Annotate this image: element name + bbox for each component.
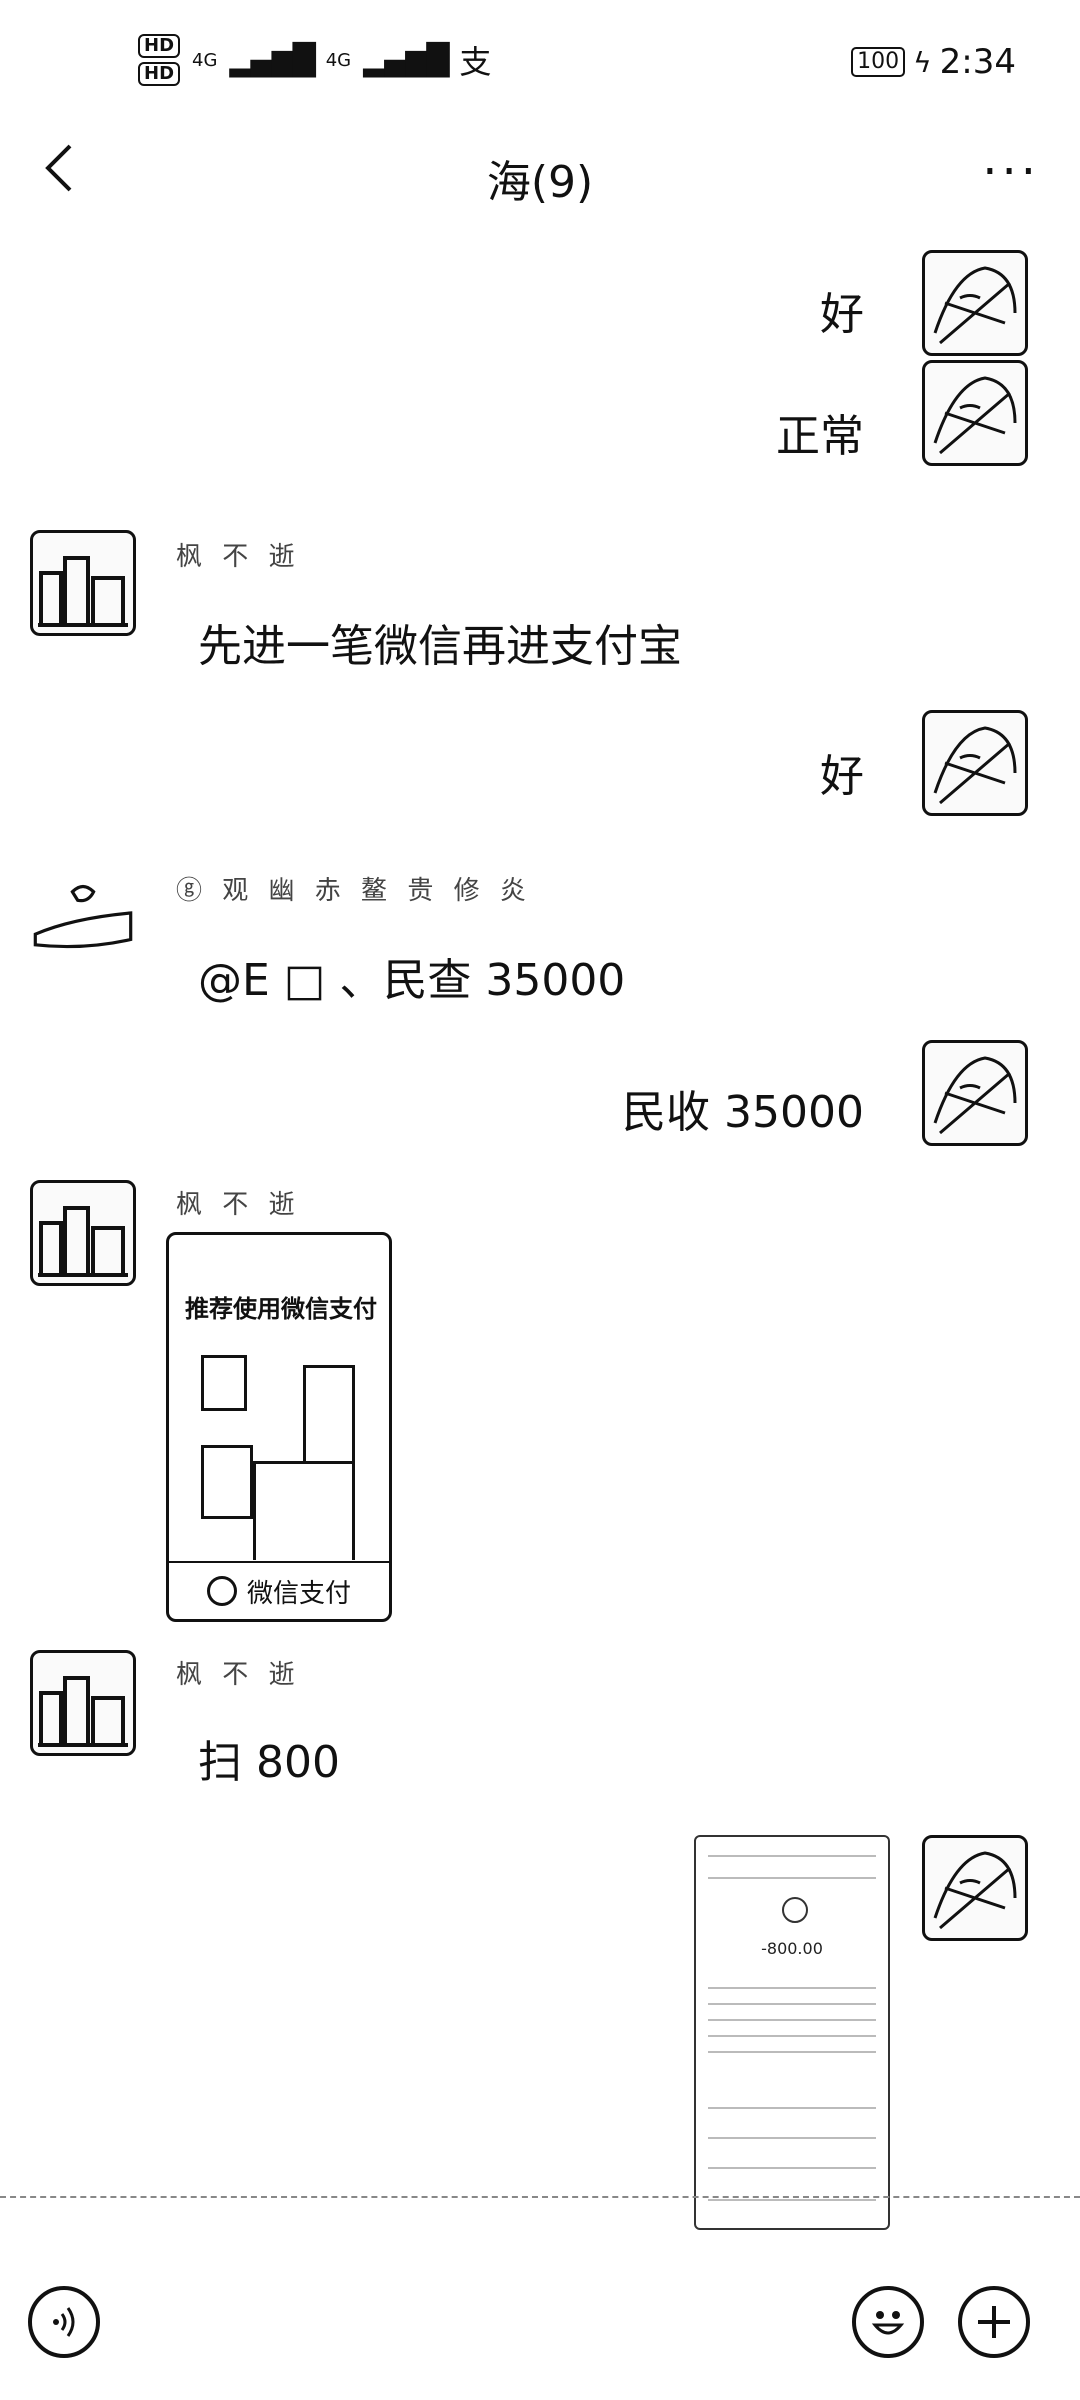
message-text[interactable]: @E □ 、民查 35000: [198, 955, 626, 1006]
back-button[interactable]: [30, 138, 90, 198]
signal1-icon: ▂▄▆█: [229, 42, 315, 78]
qr-card-title: 推荐使用微信支付: [185, 1295, 377, 1323]
hd1-badge: HD: [138, 34, 181, 58]
message-text[interactable]: 好: [820, 289, 864, 340]
my-avatar[interactable]: [922, 250, 1028, 356]
payment-status-icon: [782, 1897, 808, 1923]
message-row: 正常: [0, 360, 1080, 470]
sender-avatar[interactable]: [30, 860, 136, 966]
qr-card-footer: 微信支付: [169, 1561, 389, 1619]
message-text[interactable]: 正常: [776, 411, 864, 462]
sender-avatar[interactable]: [30, 1650, 136, 1756]
input-bar: [0, 2240, 1080, 2400]
voice-icon: [53, 2307, 75, 2337]
charging-icon: ϟ: [913, 45, 932, 79]
alipay-notify-icon: 支: [459, 43, 492, 81]
message-row: ⓖ 观 幽 赤 鳌 贵 修 炎 @E □ 、民查 35000: [0, 860, 1080, 1006]
clock: 2:34: [939, 42, 1016, 82]
chat-messages[interactable]: 好 正常 枫 不 逝 先进一笔微信再进支付宝 好 ⓖ 观 幽 赤 鳌 贵 修 炎…: [0, 230, 1080, 2240]
signal2-icon: ▂▄▆█: [363, 42, 449, 78]
my-avatar[interactable]: [922, 360, 1028, 466]
building-sketch-icon: [38, 556, 128, 627]
message-row: 好: [0, 710, 1080, 820]
emoji-button[interactable]: [852, 2286, 924, 2358]
message-text[interactable]: 好: [820, 751, 864, 802]
message-row: 枫 不 逝 推荐使用微信支付 微信支付: [0, 1180, 1080, 1630]
more-options-button[interactable]: ···: [982, 144, 1040, 200]
sender-name: 枫 不 逝: [176, 1660, 301, 1690]
message-row: 枫 不 逝 先进一笔微信再进支付宝: [0, 530, 1080, 690]
qr-block: [303, 1365, 355, 1467]
wechat-pay-icon: [206, 1576, 237, 1606]
hd-indicators: HD HD: [138, 34, 181, 86]
emoji-icon: [871, 2311, 905, 2335]
message-text[interactable]: 民收 35000: [622, 1087, 864, 1138]
status-bar: HD HD 4G ▂▄▆█ 4G ▂▄▆█ 支 100 ϟ 2:34: [0, 0, 1080, 120]
input-divider: [0, 2196, 1080, 2198]
sender-name: 枫 不 逝: [176, 1190, 301, 1220]
chat-header: 海(9) ···: [0, 120, 1080, 230]
portrait-sketch-icon: [933, 266, 1017, 345]
building-sketch-icon: [38, 1206, 128, 1277]
portrait-sketch-icon: [933, 1851, 1017, 1930]
message-row: 枫 不 逝 扫 800: [0, 1650, 1080, 1800]
portrait-sketch-icon: [933, 376, 1017, 455]
message-row: 好: [0, 250, 1080, 360]
back-arrow-icon: [45, 144, 72, 192]
qr-code-icon: [201, 1355, 247, 1411]
qr-block: [201, 1445, 253, 1519]
cartoon-sketch-icon: [33, 884, 133, 949]
my-avatar[interactable]: [922, 1835, 1028, 1941]
payment-qr-card[interactable]: 推荐使用微信支付 微信支付: [166, 1232, 392, 1622]
portrait-sketch-icon: [933, 726, 1017, 805]
sender-name: ⓖ 观 幽 赤 鳌 贵 修 炎: [176, 876, 532, 906]
qr-card-footer-label: 微信支付: [246, 1578, 351, 1609]
building-sketch-icon: [38, 1676, 128, 1747]
sender-avatar[interactable]: [30, 530, 136, 636]
sender-avatar[interactable]: [30, 1180, 136, 1286]
status-left: HD HD 4G ▂▄▆█ 4G ▂▄▆█ 支: [138, 34, 491, 86]
voice-button[interactable]: [28, 2286, 100, 2358]
payment-amount: -800.00: [761, 1939, 823, 1958]
plus-icon: [978, 2306, 1010, 2338]
status-right: 100 ϟ 2:34: [851, 42, 1016, 82]
sender-name: 枫 不 逝: [176, 542, 301, 572]
network2-label: 4G: [325, 49, 352, 71]
plus-button[interactable]: [958, 2286, 1030, 2358]
payment-screenshot-image[interactable]: -800.00: [694, 1835, 890, 2230]
qr-block: [253, 1461, 355, 1560]
portrait-sketch-icon: [933, 1056, 1017, 1135]
message-row: -800.00: [0, 1835, 1080, 2235]
hd2-badge: HD: [138, 62, 181, 86]
network1-label: 4G: [192, 49, 218, 71]
message-row: 民收 35000: [0, 1040, 1080, 1160]
message-text[interactable]: 先进一笔微信再进支付宝: [198, 621, 682, 672]
chat-title: 海(9): [486, 157, 594, 208]
my-avatar[interactable]: [922, 1040, 1028, 1146]
message-text[interactable]: 扫 800: [198, 1737, 340, 1788]
battery-icon: 100: [851, 47, 906, 77]
my-avatar[interactable]: [922, 710, 1028, 816]
